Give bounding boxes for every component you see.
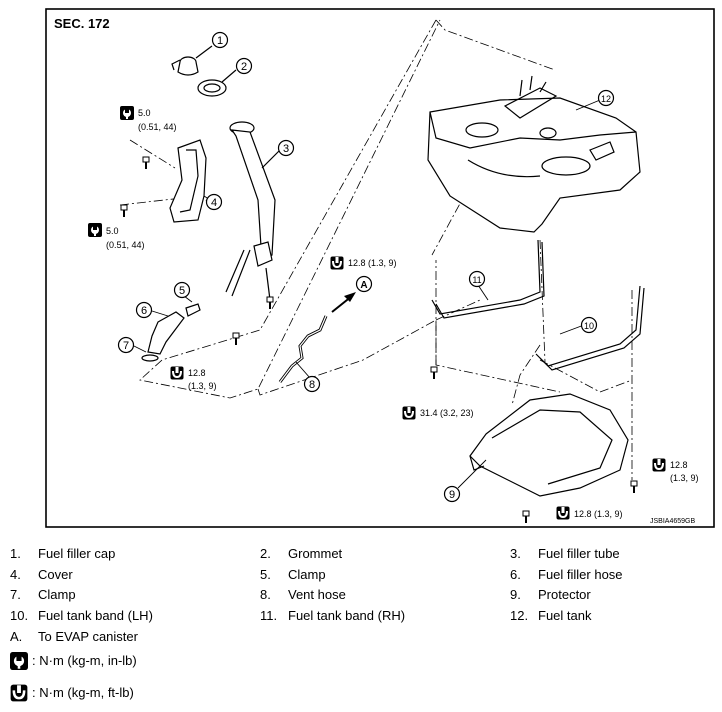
callout-1: 1: [211, 31, 229, 49]
torque-wrench-ft-lb-icon: [555, 505, 571, 521]
svg-text:4: 4: [211, 197, 217, 209]
svg-text:12.8: 12.8: [188, 368, 206, 378]
callout-12: 12: [597, 89, 615, 107]
svg-text:(1.3, 9): (1.3, 9): [188, 381, 217, 391]
unit-note-ft-lb: : N·m (kg-m, ft-lb): [9, 683, 134, 705]
svg-text:6: 6: [141, 305, 147, 317]
exploded-parts-diagram: SEC. 172 JSBIA4659GB: [45, 8, 715, 528]
svg-text:A: A: [360, 280, 367, 291]
fuel-filler-hose: [141, 303, 201, 362]
callout-10: 10: [580, 316, 598, 334]
svg-text:12.8: 12.8: [670, 460, 688, 470]
torque-wrench-in-lb-icon: [120, 106, 134, 120]
svg-text:9: 9: [449, 489, 455, 501]
fuel-filler-tube: [225, 121, 281, 301]
view-marker-a: A: [331, 275, 373, 313]
torque-wrench-ft-lb-icon: [651, 457, 667, 473]
svg-text:10: 10: [584, 321, 594, 331]
callout-4: 4: [205, 193, 223, 211]
protector: [469, 393, 629, 497]
svg-text:12.8 (1.3, 9): 12.8 (1.3, 9): [574, 509, 623, 519]
svg-text:(0.51, 44): (0.51, 44): [106, 240, 145, 250]
callout-3: 3: [277, 139, 295, 157]
torque-wrench-ft-lb-icon: [9, 683, 29, 703]
fuel-filler-cap: [171, 45, 213, 76]
svg-text:(1.3, 9): (1.3, 9): [670, 473, 699, 483]
svg-text:11: 11: [472, 275, 481, 285]
callout-9: 9: [443, 485, 461, 503]
svg-text:12.8 (1.3, 9): 12.8 (1.3, 9): [348, 258, 397, 268]
callouts: 1 2 3 4 5 6 7 8 9 10 11 12: [117, 31, 615, 503]
svg-text:(0.51, 44): (0.51, 44): [138, 122, 177, 132]
svg-text:3: 3: [283, 143, 289, 155]
grommet: [197, 69, 237, 97]
callout-6: 6: [135, 301, 153, 319]
torque-wrench-ft-lb-icon: [329, 255, 345, 271]
svg-text:1: 1: [217, 35, 223, 47]
torque-specs: 5.0 (0.51, 44) 5.0 (0.51, 44) 12.8 (1.3,…: [88, 106, 699, 521]
torque-wrench-ft-lb-icon: [401, 405, 417, 421]
callout-11: 11: [468, 270, 486, 288]
unit-note-in-lb: : N·m (kg-m, in-lb): [10, 652, 137, 673]
svg-text:31.4 (3.2, 23): 31.4 (3.2, 23): [420, 408, 474, 418]
svg-text:5.0: 5.0: [138, 108, 151, 118]
svg-text:7: 7: [123, 340, 129, 352]
svg-text:12: 12: [601, 94, 611, 104]
svg-text:5.0: 5.0: [106, 226, 119, 236]
callout-8: 8: [303, 375, 321, 393]
callout-5: 5: [173, 281, 191, 299]
svg-text:5: 5: [179, 285, 185, 297]
fuel-tank: [427, 75, 641, 233]
fuel-tank-bands: [431, 239, 645, 371]
cover: [169, 139, 209, 223]
torque-wrench-ft-lb-icon: [169, 365, 185, 381]
callout-2: 2: [235, 57, 253, 75]
section-label: SEC. 172: [54, 16, 110, 31]
callout-7: 7: [117, 336, 135, 354]
image-code: JSBIA4659GB: [650, 518, 695, 525]
torque-wrench-in-lb-icon: [88, 223, 102, 237]
torque-wrench-in-lb-icon: [10, 652, 28, 670]
svg-text:2: 2: [241, 61, 247, 73]
svg-text:8: 8: [309, 379, 315, 391]
